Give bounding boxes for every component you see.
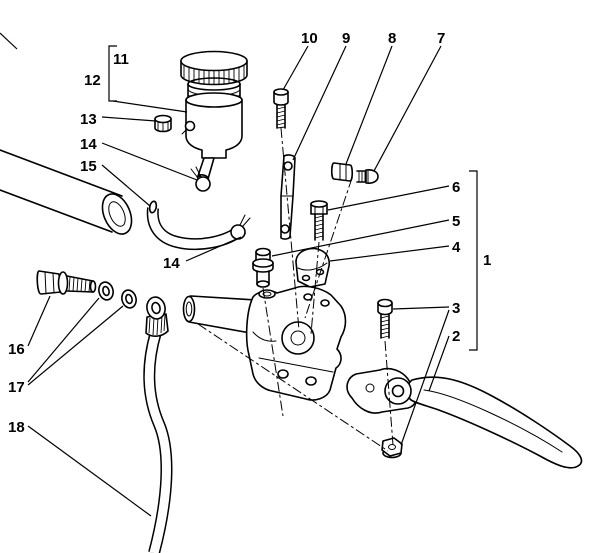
leader-14-lower — [185, 236, 242, 262]
callout-10: 10 — [301, 30, 318, 47]
leader-2 — [428, 335, 450, 392]
leader-15 — [101, 164, 151, 207]
leader-14-upper — [101, 142, 198, 181]
group-bracket-1 — [469, 170, 478, 351]
leader-8 — [345, 45, 393, 165]
callout-7: 7 — [437, 30, 445, 47]
reservoir-body — [181, 77, 243, 182]
inlet-fitting — [252, 247, 274, 288]
assembly-axes — [197, 127, 394, 452]
leader-17b — [27, 305, 124, 386]
leader-4 — [329, 245, 450, 262]
callout-5: 5 — [452, 213, 460, 230]
leader-3a — [392, 306, 450, 310]
callout-13: 13 — [80, 111, 97, 128]
pivot-screw — [377, 298, 393, 339]
callout-2: 2 — [452, 328, 460, 345]
reservoir-nut — [154, 114, 172, 133]
cutoff-line — [0, 32, 18, 50]
callout-3: 3 — [452, 300, 460, 317]
callout-17: 17 — [8, 379, 25, 396]
button-screw — [356, 169, 379, 184]
brake-lever — [346, 367, 583, 469]
callout-11: 11 — [113, 51, 129, 68]
master-cylinder-body — [245, 285, 347, 401]
callout-4: 4 — [452, 239, 461, 256]
callout-15: 15 — [80, 158, 97, 175]
callout-6: 6 — [452, 179, 460, 196]
hose-banjo-fitting — [145, 296, 169, 337]
callout-12: 12 — [84, 72, 101, 89]
clamp-half — [295, 247, 331, 288]
leader-7 — [373, 45, 442, 172]
brake-hose — [143, 330, 173, 553]
clamp-bolt — [310, 200, 328, 241]
sealing-washers — [98, 281, 137, 309]
callout-14-upper: 14 — [80, 136, 97, 153]
group-brace-12 — [108, 45, 188, 113]
leader-6 — [327, 185, 450, 211]
leader-13 — [101, 116, 157, 122]
leader-3b — [400, 309, 450, 446]
callout-8: 8 — [388, 30, 396, 47]
callout-18: 18 — [8, 419, 25, 436]
callout-9: 9 — [342, 30, 350, 47]
bracket-screw — [273, 88, 289, 129]
leader-10 — [282, 45, 309, 91]
master-cylinder-bore — [182, 295, 257, 335]
hose-clamp-lower — [230, 214, 251, 240]
reservoir-hose — [146, 200, 246, 250]
rubber-boot — [330, 162, 354, 182]
mounting-bracket — [280, 154, 296, 240]
leader-18 — [27, 425, 152, 517]
leader-5 — [271, 219, 450, 257]
callout-16: 16 — [8, 341, 25, 358]
lever-nut — [381, 437, 403, 459]
callout-1: 1 — [483, 252, 491, 269]
callout-labels: 10 9 8 7 11 12 13 14 15 6 5 4 1 3 2 14 1… — [8, 30, 491, 436]
leader-16 — [27, 295, 51, 347]
leader-17a — [27, 297, 100, 383]
leader-lines — [27, 45, 450, 517]
banjo-bolt — [36, 270, 97, 295]
leader-9 — [292, 45, 347, 161]
reservoir-cap — [180, 50, 248, 86]
handlebar-tube — [0, 149, 133, 235]
callout-14-lower: 14 — [163, 255, 180, 272]
hose-clamp-upper — [190, 166, 211, 192]
